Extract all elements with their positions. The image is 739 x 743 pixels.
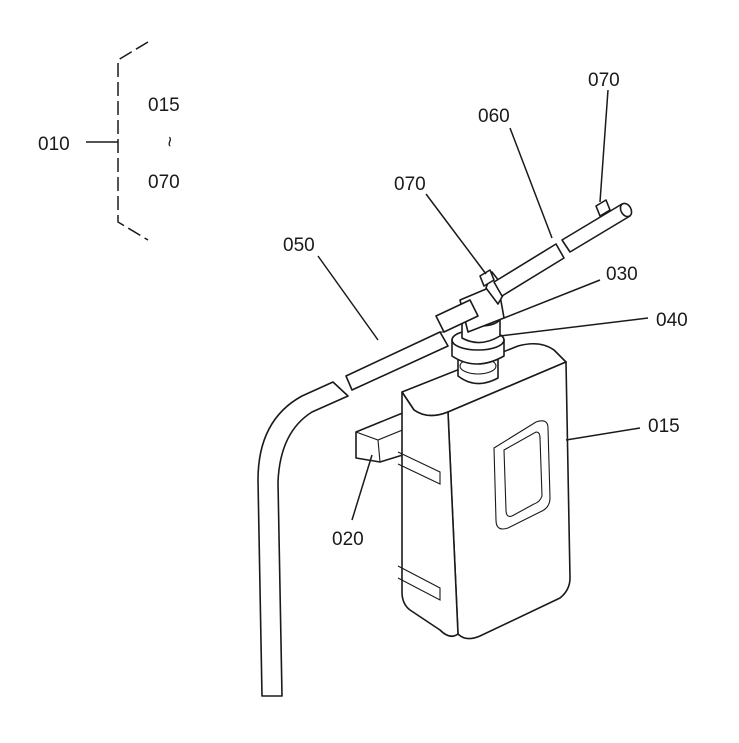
label-070-right: 070 [588, 70, 620, 91]
tube-segment [493, 202, 633, 297]
legend-brace [117, 41, 149, 241]
part-labels: 050 020 030 040 015 060 070 070 [283, 70, 688, 550]
hose-segment [345, 299, 479, 391]
legend-range-start: 015 [148, 95, 180, 116]
label-070-left: 070 [394, 174, 426, 195]
label-040: 040 [656, 310, 688, 331]
legend-range-tilde: ~ [158, 136, 179, 147]
label-050: 050 [283, 235, 315, 256]
label-060: 060 [478, 106, 510, 127]
clamp-right [595, 199, 611, 217]
label-010: 010 [38, 134, 70, 155]
label-030: 030 [606, 264, 638, 285]
reservoir-bottle [397, 342, 571, 640]
assembly-legend: 010 015 ~ 070 [38, 41, 180, 241]
legend-range-end: 070 [148, 172, 180, 193]
clamp-left [479, 269, 495, 287]
leader-lines [317, 89, 649, 521]
drain-hose [257, 381, 349, 697]
label-015: 015 [648, 416, 680, 437]
label-020: 020 [332, 529, 364, 550]
